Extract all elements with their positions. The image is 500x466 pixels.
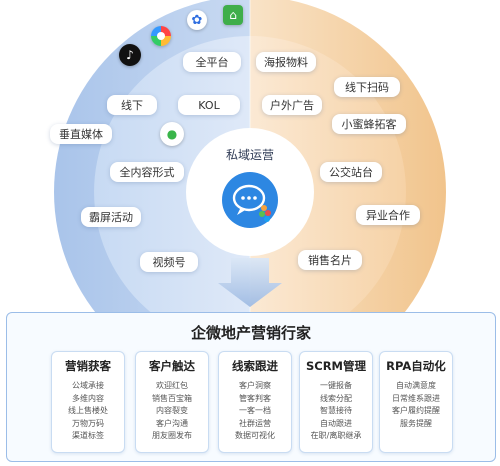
channel-offline: 线下	[107, 95, 157, 115]
module-item: 日常维系跟进	[392, 393, 440, 403]
module-item: 自动跟进	[320, 418, 352, 428]
module-item: 一键报备	[320, 381, 352, 390]
module-item: 欢迎红包	[156, 381, 188, 390]
module-card-scrm: SCRM管理 一键报备 线索分配 智慧接待 自动跟进 在职/离职继承	[299, 351, 373, 453]
module-item: 线索分配	[320, 393, 352, 403]
channel-offline-scan: 线下扫码	[334, 77, 400, 97]
module-item: 数据可视化	[235, 431, 275, 440]
channel-bee-outreach: 小蜜蜂拓客	[332, 114, 406, 134]
module-item: 社群运营	[239, 418, 271, 428]
module-item: 客户履约提醒	[392, 406, 440, 415]
module-title: RPA自动化	[386, 359, 446, 373]
channel-kol: KOL	[178, 95, 240, 115]
channel-vertical-media: 垂直媒体	[50, 124, 112, 144]
baidu-paw-icon: ✿	[187, 10, 207, 30]
center-title: 私域运营	[225, 148, 274, 162]
module-item: 线上售楼处	[68, 406, 108, 415]
module-card-rpa: RPA自动化 自动满意度 日常维系跟进 客户履约提醒 服务提醒	[379, 351, 453, 453]
channel-posters: 海报物料	[256, 52, 316, 72]
module-item: 智慧接待	[320, 406, 352, 415]
wechat-app-icon: ●	[160, 122, 184, 146]
solution-title: 企微地产营销行家	[190, 324, 311, 342]
channel-bus-stops: 公交站台	[320, 162, 382, 182]
module-item: 一客一档	[239, 406, 271, 415]
module-card-lead-followup: 线索跟进 客户洞察 管客判客 一客一档 社群运营 数据可视化	[218, 351, 292, 453]
module-title: SCRM管理	[305, 359, 367, 373]
channel-cross-industry: 异业合作	[356, 205, 420, 225]
channel-all-content: 全内容形式	[110, 162, 184, 182]
module-item: 朋友圈发布	[152, 431, 192, 440]
module-card-customer-reach: 客户触达 欢迎红包 销售百宝箱 内容裂变 客户沟通 朋友圈发布	[135, 351, 209, 453]
channel-all-platforms: 全平台	[183, 52, 241, 72]
module-title: 线索跟进	[232, 359, 278, 373]
channel-sales-card: 销售名片	[298, 250, 362, 270]
module-card-lead-gen: 营销获客 公域承接 多维内容 线上售楼处 万物万码 渠道标签	[51, 351, 125, 453]
module-item: 服务提醒	[400, 418, 432, 428]
browser-icon	[151, 26, 171, 46]
module-item: 客户沟通	[156, 418, 188, 428]
module-item: 万物万码	[72, 418, 104, 428]
solution-panel: 企微地产营销行家 营销获客 公域承接 多维内容 线上售楼处 万物万码 渠道标签 …	[6, 312, 496, 462]
channel-video-account: 视频号	[140, 252, 198, 272]
module-item: 多维内容	[72, 393, 104, 403]
module-item: 自动满意度	[396, 381, 436, 390]
channel-outdoor-ads: 户外广告	[262, 95, 322, 115]
module-item: 公域承接	[72, 381, 104, 390]
module-title: 营销获客	[65, 359, 111, 373]
module-item: 内容裂变	[156, 406, 188, 415]
tiktok-icon: ♪	[119, 44, 141, 66]
home-app-icon: ⌂	[223, 5, 243, 25]
module-item: 在职/离职继承	[310, 431, 362, 440]
wechat-bubble-icon	[222, 172, 278, 228]
channel-screen-campaign: 霸屏活动	[81, 207, 141, 227]
module-item: 客户洞察	[239, 381, 271, 390]
module-item: 渠道标签	[72, 431, 104, 440]
module-title: 客户触达	[149, 359, 195, 373]
module-item: 管客判客	[239, 393, 271, 403]
down-arrow	[218, 258, 282, 307]
module-item: 销售百宝箱	[152, 393, 192, 403]
